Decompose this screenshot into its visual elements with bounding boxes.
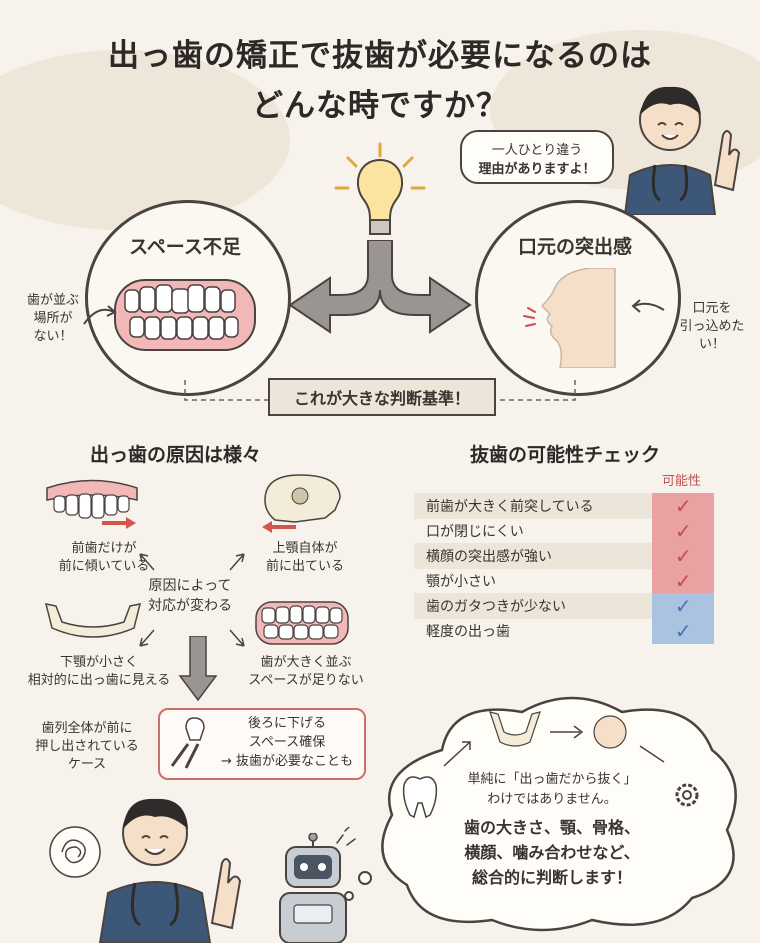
note-line-2: 場所が bbox=[33, 311, 73, 326]
checklist-row: 前歯が大きく前突している✓ bbox=[414, 493, 714, 519]
case-whole-arch: 歯列全体が前に 押し出されている ケース bbox=[22, 720, 152, 774]
backward-arrow-icon bbox=[262, 521, 296, 533]
thought-cloud bbox=[381, 696, 737, 932]
crowded-teeth-icon bbox=[114, 279, 256, 351]
checklist-item-label: 前歯が大きく前突している bbox=[414, 493, 653, 519]
down-arrow-icon bbox=[178, 636, 218, 702]
thought-line-3: 歯の大きさ、顎、骨格、 bbox=[463, 818, 640, 837]
cause-line-2: スペースが足りない bbox=[248, 673, 364, 688]
checkmark-icon: ✓ bbox=[652, 518, 714, 544]
causes-heading: 出っ歯の原因は様々 bbox=[90, 444, 262, 466]
note-line-3: ない！ bbox=[33, 329, 73, 344]
cause-line-1: 前歯だけが bbox=[71, 541, 137, 556]
thought-line-5: 総合的に判断します！ bbox=[471, 868, 632, 887]
lightbulb-icon bbox=[334, 142, 426, 235]
checklist-row: 横顔の突出感が強い✓ bbox=[414, 543, 714, 569]
mouth-protrusion-note: 口元を 引っ込めたい！ bbox=[672, 300, 752, 354]
mouth-protrusion-label: 口元の突出感 bbox=[517, 236, 632, 258]
checklist-heading: 抜歯の可能性チェック bbox=[470, 444, 661, 466]
cause-line-1: 歯が大きく並ぶ bbox=[260, 655, 352, 670]
speech-line-2: 理由がありますよ！ bbox=[478, 162, 596, 177]
checklist-row: 軽度の出っ歯 ✓ bbox=[414, 618, 714, 644]
thought-line-1: 単純に「出っ歯だから抜く」 bbox=[467, 772, 637, 787]
checkmark-icon: ✓ bbox=[652, 568, 714, 594]
criterion-banner: これが大きな判断基準！ bbox=[268, 378, 496, 416]
tooth-icon bbox=[402, 776, 438, 819]
cause-upper-jaw: 上顎自体が 前に出ている bbox=[240, 540, 370, 576]
checkmark-icon: ✓ bbox=[652, 593, 714, 619]
large-teeth-icon bbox=[255, 601, 349, 645]
center-line-1: 原因によって bbox=[148, 578, 232, 594]
banner-connector bbox=[184, 380, 576, 401]
result-line-2: スペース確保 bbox=[248, 735, 326, 750]
thought-line-2: わけではありません。 bbox=[487, 792, 617, 807]
checklist-item-label: 横顔の突出感が強い bbox=[414, 543, 653, 569]
case-line-1: 歯列全体が前に bbox=[41, 721, 133, 736]
checklist-column-header: 可能性 bbox=[662, 474, 702, 489]
checkmark-icon: ✓ bbox=[652, 543, 714, 569]
extraction-result-text: 後ろに下げる スペース確保 → 抜歯が必要なことも bbox=[214, 714, 360, 771]
thought-dots bbox=[344, 871, 372, 901]
upper-teeth-icon bbox=[46, 479, 138, 519]
split-arrow-icon bbox=[288, 240, 472, 334]
cause-line-2: 相対的に出っ歯に見える bbox=[27, 673, 171, 688]
note-line-1: 口元を bbox=[692, 301, 732, 316]
cause-lower-jaw: 下顎が小さく 相対的に出っ歯に見える bbox=[14, 654, 184, 690]
cause-line-2: 前に傾いている bbox=[58, 559, 150, 574]
checkmark-icon: ✓ bbox=[652, 618, 714, 644]
checklist-item-label: 顎が小さい bbox=[426, 574, 496, 590]
extraction-forceps-icon bbox=[170, 717, 205, 769]
note-arrow-icon bbox=[83, 305, 117, 325]
note-line-1: 歯が並ぶ bbox=[26, 293, 79, 308]
checklist-row: 歯のガタつきが少ない✓ bbox=[414, 593, 714, 619]
cycle-icons bbox=[443, 711, 665, 767]
causes-center-label: 原因によって 対応が変わる bbox=[140, 576, 240, 616]
page-subtitle: どんな時ですか？ bbox=[252, 88, 508, 124]
checklist-item-label: 歯のガタつきが少ない bbox=[414, 593, 653, 619]
checklist-item-label: 口が閉じにくい bbox=[426, 524, 524, 540]
speech-line-1: 一人ひとり違う bbox=[491, 143, 583, 158]
page-title: 出っ歯の矯正で抜歯が必要になるのは bbox=[108, 38, 652, 74]
doctor-speech-bubble: 一人ひとり違う 理由がありますよ！ bbox=[460, 130, 614, 184]
doctor-illustration-top bbox=[623, 86, 741, 215]
thought-emphasis: 歯の大きさ、顎、骨格、 横顔、噛み合わせなど、 総合的に判断します！ bbox=[420, 815, 684, 890]
center-line-2: 対応が変わる bbox=[148, 598, 232, 614]
robot-icon bbox=[279, 833, 347, 943]
radial-arrows bbox=[139, 553, 245, 647]
gear-icon bbox=[675, 783, 699, 807]
checklist-item-label: 軽度の出っ歯 bbox=[426, 624, 510, 640]
thought-text: 単純に「出っ歯だから抜く」 わけではありません。 bbox=[432, 770, 672, 810]
doctor-illustration-bottom bbox=[98, 798, 242, 943]
note-line-2: 引っ込めたい！ bbox=[679, 319, 745, 352]
cause-line-2: 前に出ている bbox=[265, 559, 344, 574]
case-line-2: 押し出されている bbox=[35, 739, 139, 754]
thinking-scribble-icon bbox=[49, 826, 101, 878]
cause-large-teeth: 歯が大きく並ぶ スペースが足りない bbox=[236, 654, 376, 690]
case-line-3: ケース bbox=[67, 757, 107, 772]
note-arrow-left-icon bbox=[631, 299, 665, 313]
space-shortage-label: スペース不足 bbox=[129, 236, 241, 258]
cause-front-teeth: 前歯だけが 前に傾いている bbox=[44, 540, 164, 576]
checklist-row: 口が閉じにくい ✓ bbox=[414, 518, 714, 544]
lower-jaw-icon bbox=[44, 603, 142, 638]
checkmark-icon: ✓ bbox=[652, 493, 714, 519]
profile-face-icon bbox=[523, 268, 616, 368]
result-line-3: → 抜歯が必要なことも bbox=[220, 754, 354, 769]
checklist-row: 顎が小さい ✓ bbox=[414, 568, 714, 594]
cause-line-1: 上顎自体が bbox=[272, 541, 338, 556]
result-line-1: 後ろに下げる bbox=[247, 716, 326, 731]
cause-line-1: 下顎が小さく bbox=[59, 655, 138, 670]
space-shortage-note: 歯が並ぶ 場所が ない！ bbox=[18, 292, 88, 346]
robot-signal-icon bbox=[336, 827, 356, 846]
forward-arrow-icon bbox=[102, 517, 136, 529]
skull-icon bbox=[264, 474, 341, 523]
thought-line-4: 横顔、噛み合わせなど、 bbox=[464, 843, 640, 862]
